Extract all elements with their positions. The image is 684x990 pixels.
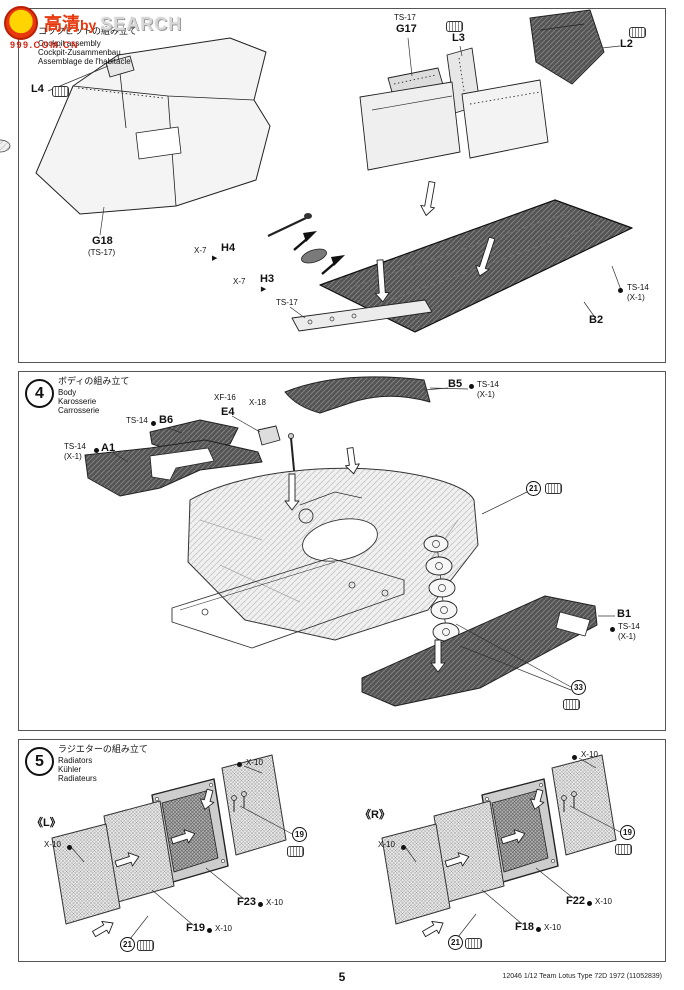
side-label-right: 《R》 [360, 809, 390, 821]
cockpit-title-en: Cockpit assembly [38, 39, 101, 48]
paint-label-ts17-strip: TS-17 [276, 298, 298, 307]
paint-dot-icon [610, 627, 615, 632]
paint-label-x10: X-10 [246, 758, 263, 767]
cockpit-title-de: Cockpit-Zusammenbau [38, 48, 121, 57]
cockpit-title-fr: Assemblage de l'habitacle [38, 57, 131, 66]
paint-label-x10: X-10 [215, 924, 232, 933]
paint-dot-icon [207, 928, 212, 933]
screw-bag-icon [287, 846, 304, 857]
part-label-h3: H3 [260, 273, 275, 285]
fastener-badge-21: 21 [120, 937, 135, 952]
paint-dot-icon [67, 845, 72, 850]
part-label-l2: L2 [620, 38, 633, 50]
part-label-h4: H4 [221, 242, 236, 254]
radiators-title-en: Radiators [58, 756, 93, 765]
paint-label-x10: X-10 [544, 923, 561, 932]
part-label-f22: F22 [566, 895, 585, 907]
part-label-l4: L4 [31, 83, 44, 95]
screw-bag-icon [446, 21, 463, 32]
screw-bag-icon [615, 844, 632, 855]
panel-body-drawing [84, 376, 615, 707]
cockpit-title-ja: コックピットの組み立て [38, 26, 138, 36]
part-label-l3: L3 [452, 32, 465, 44]
paint-label-b6: TS-14 [126, 416, 148, 425]
fastener-badge-21: 21 [448, 935, 463, 950]
part-label-f23: F23 [237, 896, 256, 908]
screw-bag-icon [545, 483, 562, 494]
paint-label-b1-sub: (X-1) [618, 632, 636, 641]
radiators-title-fr: Radiateurs [58, 774, 97, 783]
paint-dot-icon [587, 901, 592, 906]
part-label-b6: B6 [159, 414, 174, 426]
paint-label-x7-h4: X-7 [194, 246, 207, 255]
paint-dot-icon [151, 421, 156, 426]
paint-dot-icon [258, 902, 263, 907]
part-label-b1: B1 [617, 608, 632, 620]
paint-label-x10: X-10 [378, 840, 395, 849]
paint-label-x18: X-18 [249, 398, 266, 407]
part-label-g18: G18 [92, 235, 113, 247]
paint-label-ts14-sub: (X-1) [627, 293, 645, 302]
paint-dot-icon [237, 762, 242, 767]
paint-label-ts14: TS-14 [627, 283, 649, 292]
watermark-by-text: by [80, 17, 101, 33]
body-title-ja: ボディの組み立て [58, 376, 130, 386]
paint-label-a1: TS-14 [64, 442, 86, 451]
paint-dot-icon [572, 755, 577, 760]
fastener-badge-19: 19 [620, 825, 635, 840]
body-title-de: Karosserie [58, 397, 97, 406]
paint-dot-icon [469, 384, 474, 389]
panel-radiators-drawing [51, 754, 623, 940]
part-label-b5: B5 [448, 378, 463, 390]
part-label-g17: G17 [396, 23, 417, 35]
radiators-title-de: Kühler [58, 765, 82, 774]
paint-label-b1: TS-14 [618, 622, 640, 631]
paint-label-b5: TS-14 [477, 380, 499, 389]
paint-label-b5-sub: (X-1) [477, 390, 495, 399]
part-label-b2: B2 [589, 314, 604, 326]
step-number-5: 5 [25, 747, 54, 776]
paint-label-g18: (TS-17) [88, 248, 116, 257]
step-number-4: 4 [25, 379, 54, 408]
screw-bag-icon [563, 699, 580, 710]
paint-label-ts17: TS-17 [394, 13, 416, 22]
page-number: 5 [338, 970, 346, 984]
part-label-a1: A1 [101, 442, 116, 454]
fastener-badge-33: 33 [571, 680, 586, 695]
watermark-logo-icon [4, 6, 38, 40]
paint-dot-icon [94, 448, 99, 453]
paint-dot-icon [536, 927, 541, 932]
paint-label-x7-h3: X-7 [233, 277, 246, 286]
paint-dot-icon [618, 288, 623, 293]
paint-label-x10: X-10 [266, 898, 283, 907]
body-title-fr: Carrosserie [58, 406, 100, 415]
part-label-e4: E4 [221, 406, 235, 418]
part-label-f18: F18 [515, 921, 534, 933]
watermark-band-text: 999.COM.CN [10, 40, 80, 50]
paint-dot-icon [401, 845, 406, 850]
watermark-brand-text: SEARCH [100, 14, 183, 34]
paint-label-a1-sub: (X-1) [64, 452, 82, 461]
fastener-badge-21: 21 [526, 481, 541, 496]
paint-label-x10: X-10 [44, 840, 61, 849]
body-title-en: Body [58, 388, 77, 397]
screw-bag-icon [465, 938, 482, 949]
paint-label-x10: X-10 [595, 897, 612, 906]
arrow-icon: ▶ [212, 255, 218, 262]
panel-cockpit-drawing [0, 9, 633, 333]
screw-bag-icon [52, 86, 69, 97]
watermark-cn-text: 高清 [44, 14, 80, 34]
screw-bag-icon [137, 940, 154, 951]
arrow-icon: ▶ [260, 286, 267, 293]
part-label-f19: F19 [186, 922, 205, 934]
side-label-left: 《L》 [32, 817, 61, 829]
watermark-text: 高清by SEARCH [44, 10, 182, 36]
product-code-line: 12046 1/12 Team Lotus Type 72D 1972 (110… [502, 973, 662, 980]
fastener-badge-19: 19 [292, 827, 307, 842]
paint-label-xf16: XF-16 [214, 393, 236, 402]
radiators-title-ja: ラジエターの組み立て [58, 744, 148, 754]
screw-bag-icon [629, 27, 646, 38]
paint-label-x10: X-10 [581, 750, 598, 759]
